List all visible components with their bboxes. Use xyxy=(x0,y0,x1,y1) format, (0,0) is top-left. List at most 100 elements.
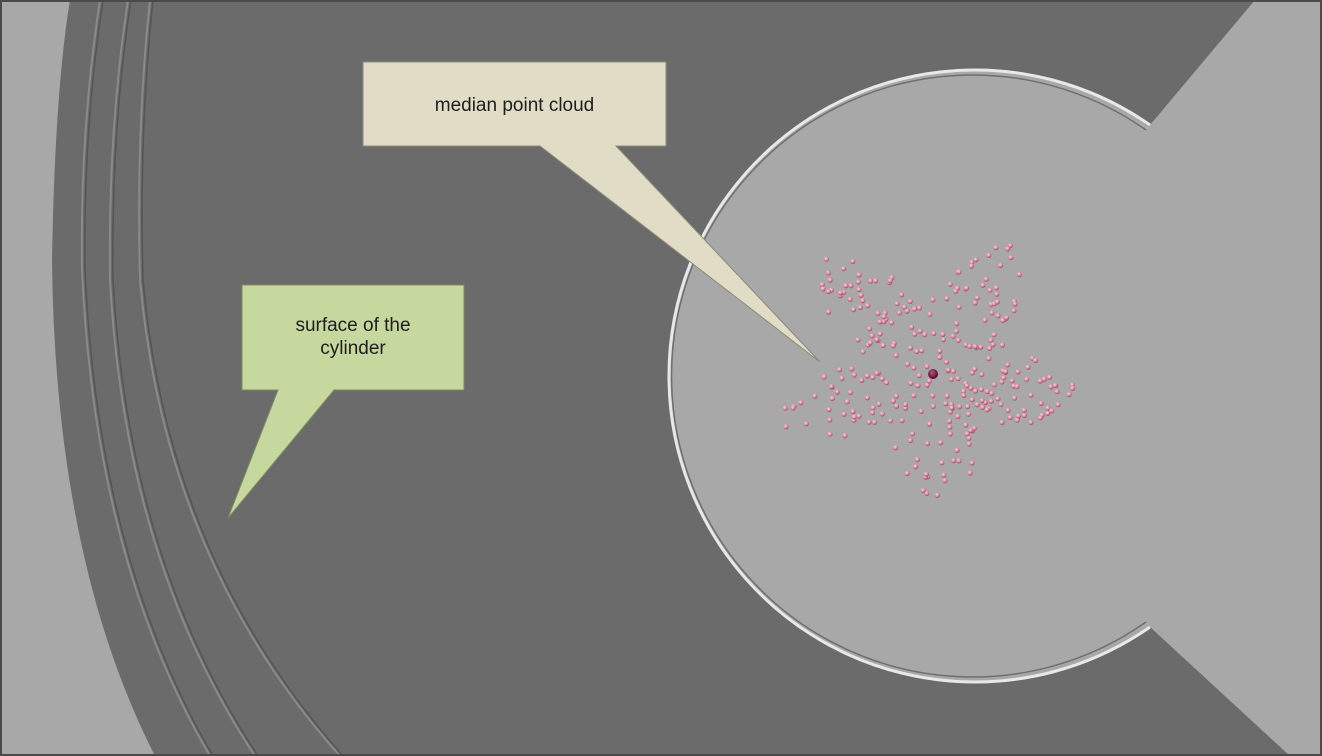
cloud-point xyxy=(904,470,910,476)
cloud-point xyxy=(880,342,886,348)
cloud-point xyxy=(898,292,905,298)
cloud-point xyxy=(827,277,833,283)
disk-rim xyxy=(667,68,1151,684)
cloud-point xyxy=(934,492,941,498)
cloud-point xyxy=(930,297,936,303)
cloud-point xyxy=(953,328,960,334)
cloud-point xyxy=(876,401,882,407)
cloud-point xyxy=(847,389,854,396)
cloud-point xyxy=(1021,412,1027,418)
cloud-point xyxy=(914,348,920,354)
cloud-point xyxy=(940,331,946,337)
cloud-point xyxy=(825,270,831,276)
cloud-point xyxy=(927,421,933,427)
cloud-point xyxy=(850,307,857,313)
cloud-point xyxy=(916,305,923,311)
cloud-point xyxy=(954,447,960,453)
cloud-point xyxy=(988,337,994,343)
cloud-point xyxy=(993,245,999,251)
cloud-point xyxy=(956,304,962,310)
cloud-point xyxy=(869,333,875,339)
cloud-point xyxy=(999,342,1005,348)
cloud-point xyxy=(1015,413,1022,419)
cloud-point xyxy=(994,299,1001,305)
cloud-point xyxy=(978,344,984,350)
cloud-point xyxy=(999,379,1005,385)
cloud-point xyxy=(907,298,913,304)
cloud-point xyxy=(984,388,990,395)
cloud-point xyxy=(982,317,988,323)
cloud-point xyxy=(874,337,880,343)
cloud-point xyxy=(963,342,969,348)
cloud-point xyxy=(848,283,854,289)
surface-groove-1-shadow xyxy=(84,0,214,756)
cloud-point xyxy=(940,337,947,343)
cloud-point xyxy=(825,288,832,294)
cloud-point xyxy=(893,403,900,409)
median-point xyxy=(928,369,938,379)
cloud-point xyxy=(872,278,879,284)
cloud-point xyxy=(926,378,932,384)
cloud-point xyxy=(1032,357,1039,364)
cloud-point xyxy=(907,437,914,444)
callout-median-cloud-bubble xyxy=(362,61,821,363)
cloud-point xyxy=(843,283,849,289)
cloud-point xyxy=(850,408,856,415)
cloud-point xyxy=(949,405,955,411)
cloud-point xyxy=(890,343,896,349)
callout-surface-bubble xyxy=(227,284,465,519)
cloud-point xyxy=(890,398,896,404)
cloud-point xyxy=(812,393,818,399)
cloud-point xyxy=(790,405,796,411)
disk-rim-shadow xyxy=(670,74,1147,678)
cloud-point xyxy=(965,403,971,410)
cloud-point xyxy=(1052,382,1058,389)
cloud-point xyxy=(826,407,832,413)
cloud-point xyxy=(986,355,992,362)
cloud-point xyxy=(944,393,950,399)
cloud-point xyxy=(1047,374,1053,380)
cloud-point xyxy=(851,414,857,420)
cloud-point xyxy=(868,278,874,284)
cloud-point xyxy=(1008,254,1014,261)
cloud-point xyxy=(828,384,835,390)
cloud-point xyxy=(946,418,953,424)
cloud-point xyxy=(964,431,970,437)
cloud-point xyxy=(912,331,918,337)
cloud-point xyxy=(870,405,876,411)
cloud-point xyxy=(968,263,975,269)
cloud-point xyxy=(969,370,975,376)
cloud-point xyxy=(927,311,933,317)
cloud-point xyxy=(960,388,967,394)
cloud-point xyxy=(974,295,980,301)
cloud-point xyxy=(879,376,885,382)
cloud-point xyxy=(923,471,929,477)
cloud-point xyxy=(989,390,995,396)
cloud-point xyxy=(857,304,863,311)
cloud-point xyxy=(1028,419,1034,425)
cloud-point xyxy=(837,290,843,296)
cloud-point xyxy=(1007,414,1013,420)
cloud-point xyxy=(947,409,954,415)
cloud-point xyxy=(836,367,843,373)
cloud-point xyxy=(1000,317,1006,324)
callout-median-cloud-label: median point cloud xyxy=(434,95,595,116)
cloud-point xyxy=(1048,384,1054,390)
cloud-point xyxy=(998,401,1004,407)
cloud-point xyxy=(939,460,945,466)
cloud-point xyxy=(966,441,972,447)
cloud-point xyxy=(782,405,788,411)
cloud-point xyxy=(881,319,887,325)
cloud-point xyxy=(916,373,922,379)
cloud-point xyxy=(911,393,917,399)
cloud-point xyxy=(920,487,926,494)
surface-groove-2 xyxy=(108,0,256,756)
cloud-point xyxy=(994,291,1000,297)
cloud-point xyxy=(1066,391,1072,398)
cloud-point xyxy=(983,276,989,282)
cloud-point xyxy=(987,287,993,293)
surface-groove-2-shadow xyxy=(112,0,259,756)
